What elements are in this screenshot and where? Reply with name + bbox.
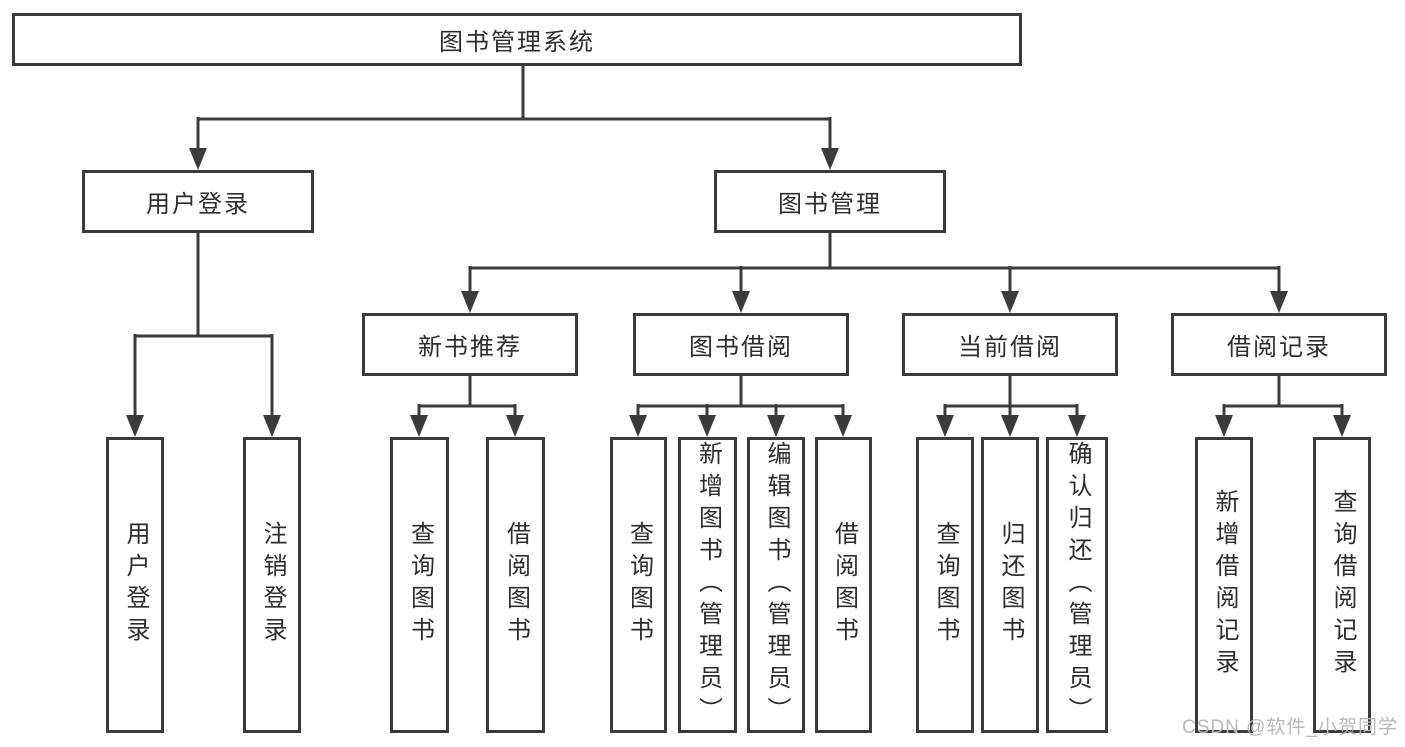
leaf-add-books-admin: 新增图书（管理员） — [678, 437, 737, 733]
leaf-edit-books-admin: 编辑图书（管理员） — [747, 437, 805, 733]
arrowhead — [461, 291, 479, 313]
leaf-label: 新增借阅记录 — [1211, 489, 1238, 681]
leaf-label: 编辑图书（管理员） — [763, 441, 790, 729]
leaf-query-books-current: 查询图书 — [916, 437, 974, 733]
leaf-query-books-borrowing: 查询图书 — [610, 437, 667, 733]
arrowhead — [1001, 291, 1019, 313]
leaf-label: 查询图书 — [406, 521, 434, 649]
node-label: 当前借阅 — [958, 334, 1062, 361]
node-label: 图书管理系统 — [439, 29, 595, 56]
node-book-borrowing: 图书借阅 — [633, 313, 849, 376]
leaf-label: 新增图书（管理员） — [694, 441, 722, 729]
connector-user-login-children — [126, 232, 281, 437]
arrowhead — [263, 415, 281, 437]
connector-current-borrowing-children — [936, 374, 1086, 437]
arrowhead — [1333, 415, 1351, 437]
leaf-confirm-return-admin: 确认归还（管理员） — [1046, 437, 1108, 733]
leaf-borrow-books-borrowing: 借阅图书 — [815, 437, 872, 733]
leaf-label: 注销登录 — [259, 521, 286, 649]
arrowhead — [834, 415, 852, 437]
arrowhead — [698, 415, 716, 437]
arrowhead — [767, 415, 785, 437]
arrowhead — [821, 148, 839, 170]
connector-root-to-level1 — [189, 64, 839, 170]
leaf-label: 查询图书 — [932, 521, 959, 649]
leaf-label: 借阅图书 — [830, 521, 858, 649]
leaf-query-borrow-record: 查询借阅记录 — [1313, 437, 1371, 733]
arrowhead — [732, 291, 750, 313]
connector-new-book-children — [410, 374, 524, 437]
leaf-label: 用户登录 — [122, 521, 149, 649]
arrowhead — [936, 415, 954, 437]
arrowhead — [189, 148, 207, 170]
leaf-label: 借阅图书 — [502, 521, 530, 649]
node-label: 借阅记录 — [1227, 334, 1331, 361]
node-label: 用户登录 — [146, 191, 250, 218]
leaf-label: 归还图书 — [997, 521, 1024, 649]
node-borrowing-records: 借阅记录 — [1171, 313, 1387, 376]
leaf-label: 确认归还（管理员） — [1064, 441, 1091, 729]
node-new-book-recommendation: 新书推荐 — [362, 313, 578, 376]
watermark: CSDN @软件_小贺同学 — [1182, 717, 1398, 738]
leaf-label: 查询图书 — [625, 521, 653, 649]
arrowhead — [1068, 415, 1086, 437]
arrowhead — [126, 415, 144, 437]
leaf-user-login: 用户登录 — [106, 437, 164, 733]
leaf-borrow-books-recommend: 借阅图书 — [486, 437, 545, 733]
leaf-return-books: 归还图书 — [981, 437, 1039, 733]
leaf-logout: 注销登录 — [243, 437, 301, 733]
node-book-management: 图书管理 — [714, 170, 946, 233]
leaf-add-borrow-record: 新增借阅记录 — [1195, 437, 1253, 733]
node-current-borrowing: 当前借阅 — [902, 313, 1118, 376]
connector-book-borrowing-children — [629, 374, 852, 437]
node-label: 图书管理 — [778, 191, 882, 218]
node-user-login: 用户登录 — [82, 170, 314, 233]
arrowhead — [629, 415, 647, 437]
leaf-label: 查询借阅记录 — [1329, 489, 1356, 681]
arrowhead — [1215, 415, 1233, 437]
arrowhead — [1001, 415, 1019, 437]
arrowhead — [410, 415, 428, 437]
node-label: 图书借阅 — [689, 334, 793, 361]
connector-book-management-children — [461, 232, 1288, 313]
node-library-system: 图书管理系统 — [12, 13, 1022, 66]
connector-borrowing-records-children — [1215, 374, 1351, 437]
arrowhead — [506, 415, 524, 437]
leaf-query-books-recommend: 查询图书 — [390, 437, 449, 733]
arrowhead — [1270, 291, 1288, 313]
node-label: 新书推荐 — [418, 334, 522, 361]
